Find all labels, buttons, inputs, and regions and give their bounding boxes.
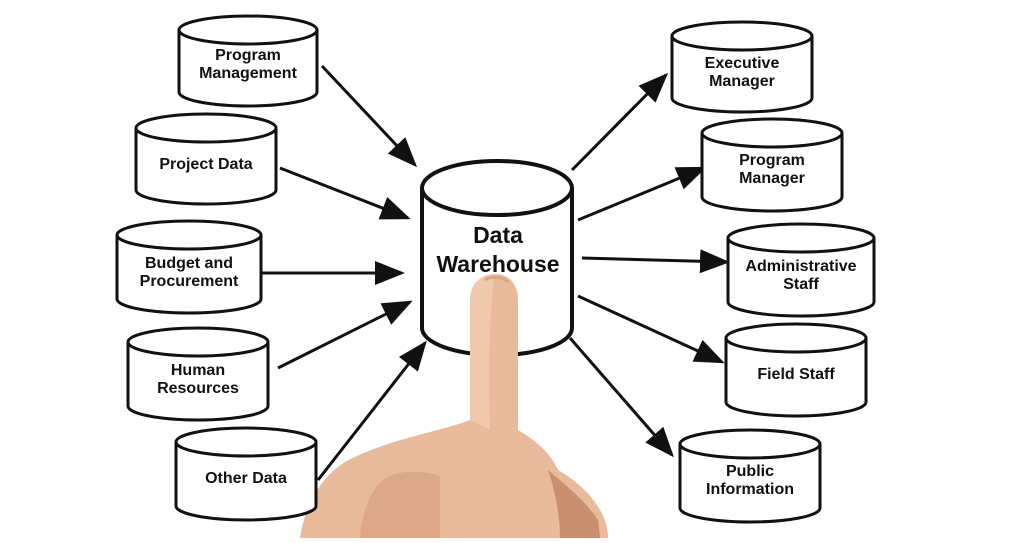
arrow-public-information <box>568 337 674 458</box>
source-budget-and-procurement-cylinder <box>115 219 263 315</box>
source-other-data-cylinder <box>174 426 318 522</box>
arrow-other-data <box>316 340 427 481</box>
arrow-administrative-staff <box>581 249 730 274</box>
arrow-field-staff <box>577 294 725 364</box>
arrow-project-data <box>279 166 411 220</box>
arrow-program-management <box>320 64 418 168</box>
target-administrative-staff-cylinder <box>726 222 876 318</box>
target-program-manager-cylinder <box>700 117 844 213</box>
arrow-executive-manager <box>570 72 669 172</box>
target-executive-manager-cylinder <box>670 20 814 114</box>
source-program-management-cylinder <box>177 14 319 108</box>
target-field-staff-cylinder <box>724 322 868 418</box>
target-public-information-cylinder <box>678 428 822 524</box>
source-project-data-cylinder <box>134 112 278 206</box>
arrow-program-manager <box>577 166 707 222</box>
pointing-hand-image <box>300 274 608 538</box>
arrow-human-resources <box>277 300 413 370</box>
source-human-resources-cylinder <box>126 326 270 422</box>
